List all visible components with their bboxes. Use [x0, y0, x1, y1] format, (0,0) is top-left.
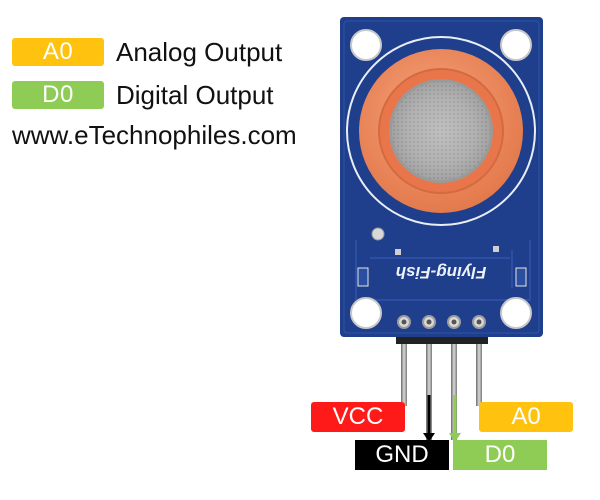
legend-text-digital-output: Digital Output: [116, 79, 274, 110]
pin-d0-wire: [451, 340, 457, 440]
pin-label-a0: A0: [479, 402, 573, 432]
smd-components: [357, 227, 527, 287]
legend-badge-d0: D0: [12, 81, 104, 109]
pin-a0-wire: [476, 340, 482, 406]
d0-arrow-head: [449, 433, 461, 442]
gnd-arrow-head: [423, 433, 435, 442]
pin-header-block: [396, 336, 488, 344]
gas-sensor: [346, 36, 536, 226]
pin-label-gnd: GND: [355, 440, 449, 470]
header-pins: [396, 336, 488, 442]
header-pads: [397, 315, 486, 329]
legend-row-digital: D0 Digital Output: [12, 80, 274, 110]
legend-text-analog-output: Analog Output: [116, 36, 283, 67]
pin-gnd-wire: [426, 340, 432, 440]
legend-badge-a0: A0: [12, 38, 104, 66]
mounting-holes: [350, 29, 532, 329]
pin-vcc-wire: [401, 340, 407, 406]
pin-label-vcc: VCC: [311, 402, 405, 432]
website-url: www.eTechnophiles.com: [12, 120, 297, 150]
silkscreen-text: Flying-Fish: [396, 263, 487, 282]
legend-row-analog: A0 Analog Output: [12, 37, 282, 67]
sensor-silkscreen-ring: [346, 36, 536, 226]
pin-label-d0: D0: [453, 440, 547, 470]
